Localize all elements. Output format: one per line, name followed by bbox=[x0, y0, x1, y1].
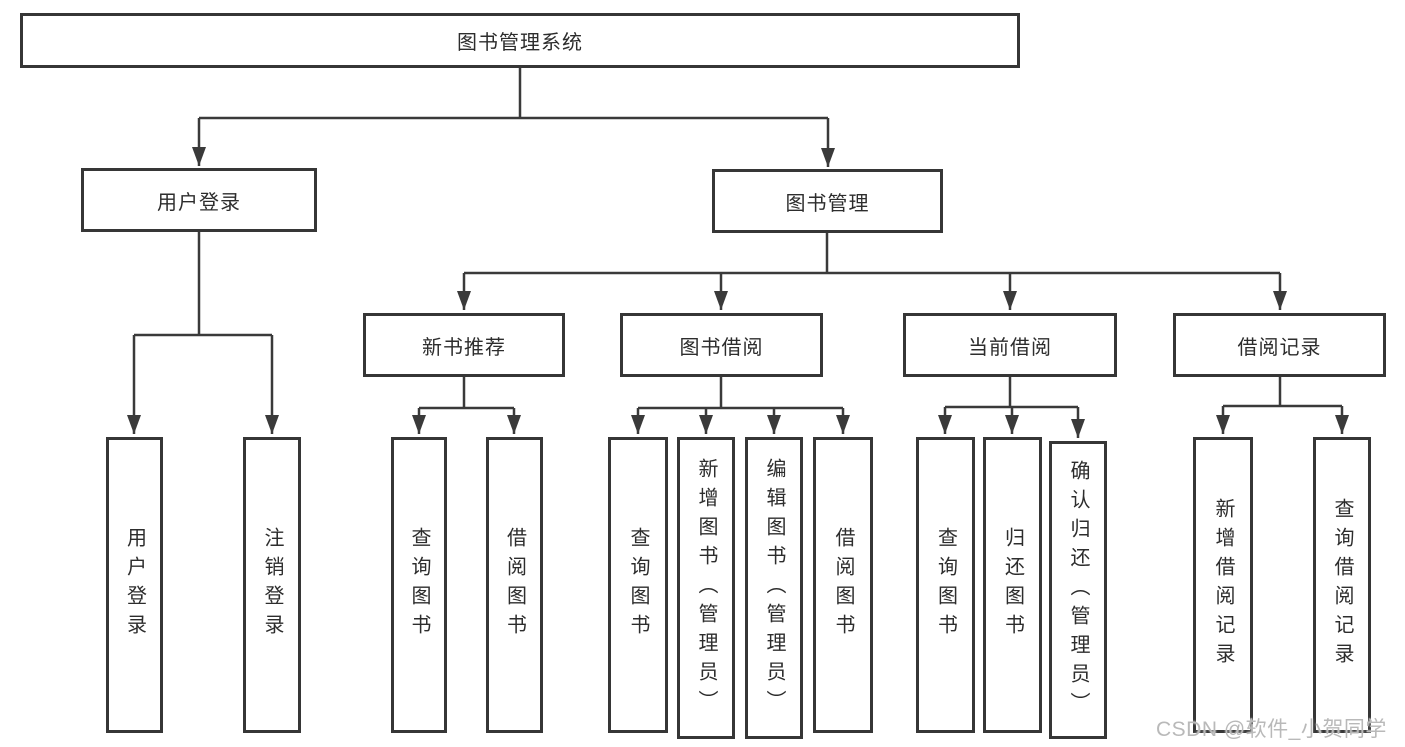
node-book-management: 图书管理 bbox=[712, 169, 943, 233]
leaf-user-login: 用户登录 bbox=[106, 437, 163, 733]
leaf-query-borrow-record: 查询借阅记录 bbox=[1313, 437, 1371, 733]
leaf-label: 借阅图书 bbox=[503, 527, 526, 643]
leaf-label: 查询图书 bbox=[408, 527, 430, 643]
leaf-label: 新增借阅记录 bbox=[1212, 498, 1234, 672]
node-root: 图书管理系统 bbox=[20, 13, 1020, 68]
leaf-borrow-books: 借阅图书 bbox=[813, 437, 873, 733]
node-new-book-recommend: 新书推荐 bbox=[363, 313, 565, 377]
leaf-label: 注销登录 bbox=[261, 527, 283, 643]
leaf-edit-book-admin: 编辑图书（管理员） bbox=[745, 437, 803, 739]
leaf-query-books-recommend: 查询图书 bbox=[391, 437, 447, 733]
leaf-query-books-current: 查询图书 bbox=[916, 437, 975, 733]
leaf-label: 查询图书 bbox=[934, 527, 957, 643]
leaf-query-books-borrow: 查询图书 bbox=[608, 437, 668, 733]
node-user-login: 用户登录 bbox=[81, 168, 317, 232]
leaf-add-book-admin: 新增图书（管理员） bbox=[677, 437, 735, 739]
leaf-confirm-return-admin: 确认归还（管理员） bbox=[1049, 441, 1107, 739]
leaf-label: 查询借阅记录 bbox=[1331, 498, 1353, 672]
csdn-watermark: CSDN @软件_小贺同学 bbox=[1156, 718, 1387, 741]
node-current-borrow: 当前借阅 bbox=[903, 313, 1117, 377]
leaf-label: 查询图书 bbox=[627, 527, 649, 643]
leaf-label: 确认归还（管理员） bbox=[1067, 459, 1089, 721]
leaf-label: 新增图书（管理员） bbox=[695, 457, 717, 719]
leaf-label: 借阅图书 bbox=[832, 527, 854, 643]
leaf-label: 编辑图书（管理员） bbox=[763, 457, 785, 719]
leaf-borrow-books-recommend: 借阅图书 bbox=[486, 437, 543, 733]
node-book-borrow: 图书借阅 bbox=[620, 313, 823, 377]
leaf-logout: 注销登录 bbox=[243, 437, 301, 733]
leaf-label: 归还图书 bbox=[1001, 527, 1024, 643]
node-borrow-records: 借阅记录 bbox=[1173, 313, 1386, 377]
leaf-return-book: 归还图书 bbox=[983, 437, 1042, 733]
leaf-label: 用户登录 bbox=[123, 527, 146, 643]
leaf-add-borrow-record: 新增借阅记录 bbox=[1193, 437, 1253, 733]
